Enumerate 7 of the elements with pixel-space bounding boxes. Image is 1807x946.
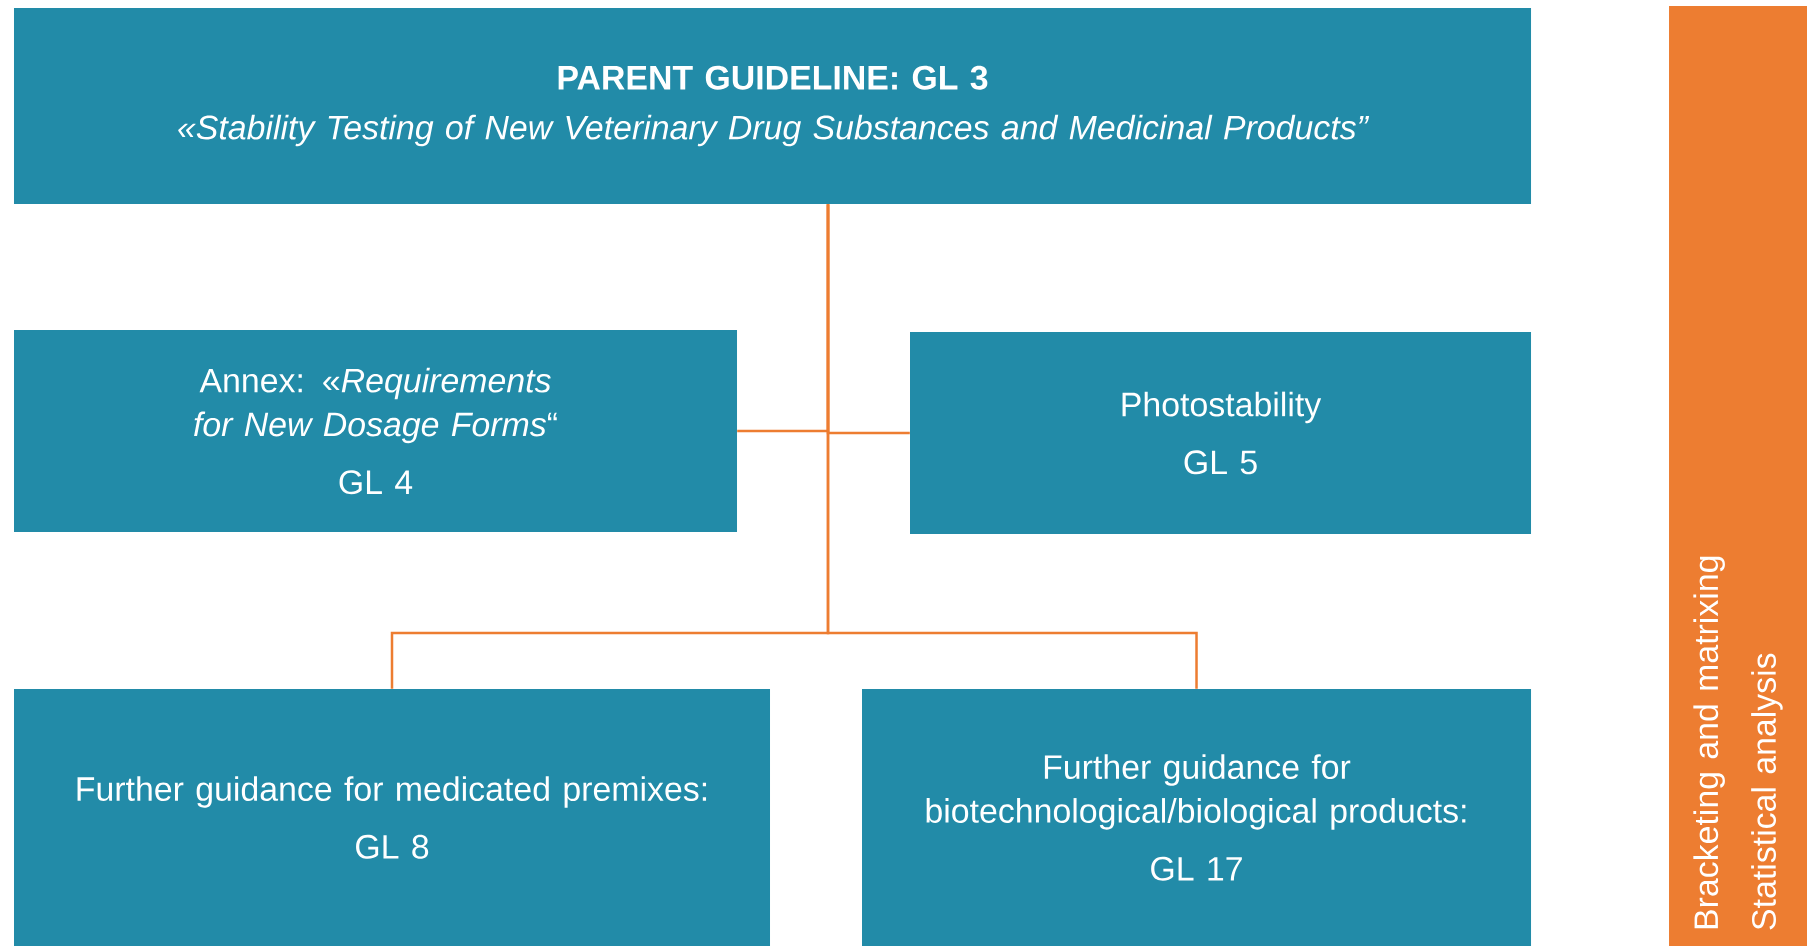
guideline-box: Annex: «Requirements for New Dosage Forms“ GL 4 [14,330,737,532]
guideline-box: Further guidance for medicated premixes: GL 8 [14,689,770,946]
guideline-box: PARENT GUIDELINE: GL 3 «Stability Testing of New Veterinary Drug Substances and Medicinal Products” [14,8,1532,204]
guideline-box: Photostability GL 5 [910,332,1531,534]
topic-bar: Bracketing and matrixing Statistical analysis [1669,6,1807,946]
guideline-box: Further guidance for biotechnological/biological products: GL 17 [862,689,1531,946]
connector-line [826,204,1198,689]
